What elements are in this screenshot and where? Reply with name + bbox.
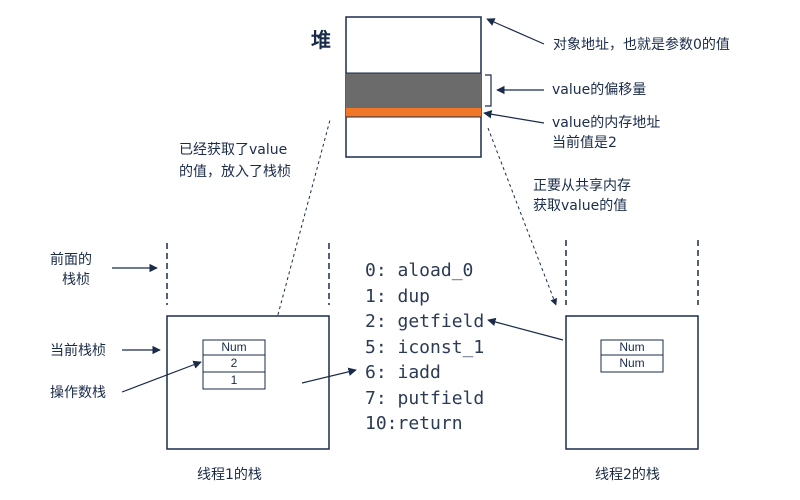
thread2-operand-value-1: Num [619, 356, 645, 370]
fetched-label-line2: 的值，放入了栈桢 [179, 164, 291, 180]
value-address-label-line1: value的内存地址 [552, 115, 661, 131]
previous-frame-label-line2: 栈桢 [62, 272, 90, 288]
thread1-operand-cell-2 [202, 371, 266, 390]
thread1-operand-value-0: Num [221, 340, 247, 354]
value-address-label-line2: 当前值是2 [552, 135, 617, 151]
bytecode-line: 2: getfield [365, 311, 485, 332]
thread2-caption: 线程2的栈 [595, 467, 660, 483]
value-address-band [346, 108, 481, 117]
thread2-operand-value-0: Num [619, 340, 645, 354]
fetched-label-line1: 已经获取了value [179, 142, 288, 158]
value-offset-label: value的偏移量 [552, 82, 647, 98]
thread2-operand-cell-1 [600, 354, 664, 373]
object-address-label: 对象地址，也就是参数0的值 [553, 37, 730, 53]
value-address-arrow [483, 110, 545, 124]
bytecode-line: 1: dup [365, 285, 431, 307]
previous-frame-label-line1: 前面的 [50, 252, 92, 268]
value-offset-band [346, 73, 481, 108]
fetching-dashed-arrow [487, 127, 558, 306]
fetching-label-line2: 获取value的值 [533, 198, 628, 214]
bytecode-listing: 0: aload_0 1: dup 2: getfield 5: iconst_… [365, 258, 484, 437]
object-address-arrow [486, 18, 545, 45]
thread1-operand-value-2: 1 [230, 373, 238, 387]
thread1-caption: 线程1的栈 [197, 467, 262, 483]
thread1-operand-value-1: 2 [230, 356, 238, 370]
bytecode-line: 6: iadd [365, 362, 441, 383]
bytecode-line: 0: aload_0 [365, 260, 474, 281]
thread2-to-getfield-arrow [487, 317, 564, 341]
thread1-to-bytecode-arrow [301, 367, 357, 384]
current-frame-label: 当前栈桢 [50, 343, 106, 359]
bytecode-line: 10:return [365, 413, 463, 434]
heap-title: 堆 [311, 28, 331, 52]
offset-bracket [485, 74, 492, 107]
operand-stack-arrow [121, 360, 202, 393]
bytecode-line: 7: putfield [365, 387, 485, 409]
fetching-label-line1: 正要从共享内存 [533, 178, 631, 194]
operand-stack-label: 操作数栈 [50, 385, 106, 401]
bytecode-line: 5: iconst_1 [365, 336, 485, 358]
thread2-current-frame [565, 315, 699, 450]
